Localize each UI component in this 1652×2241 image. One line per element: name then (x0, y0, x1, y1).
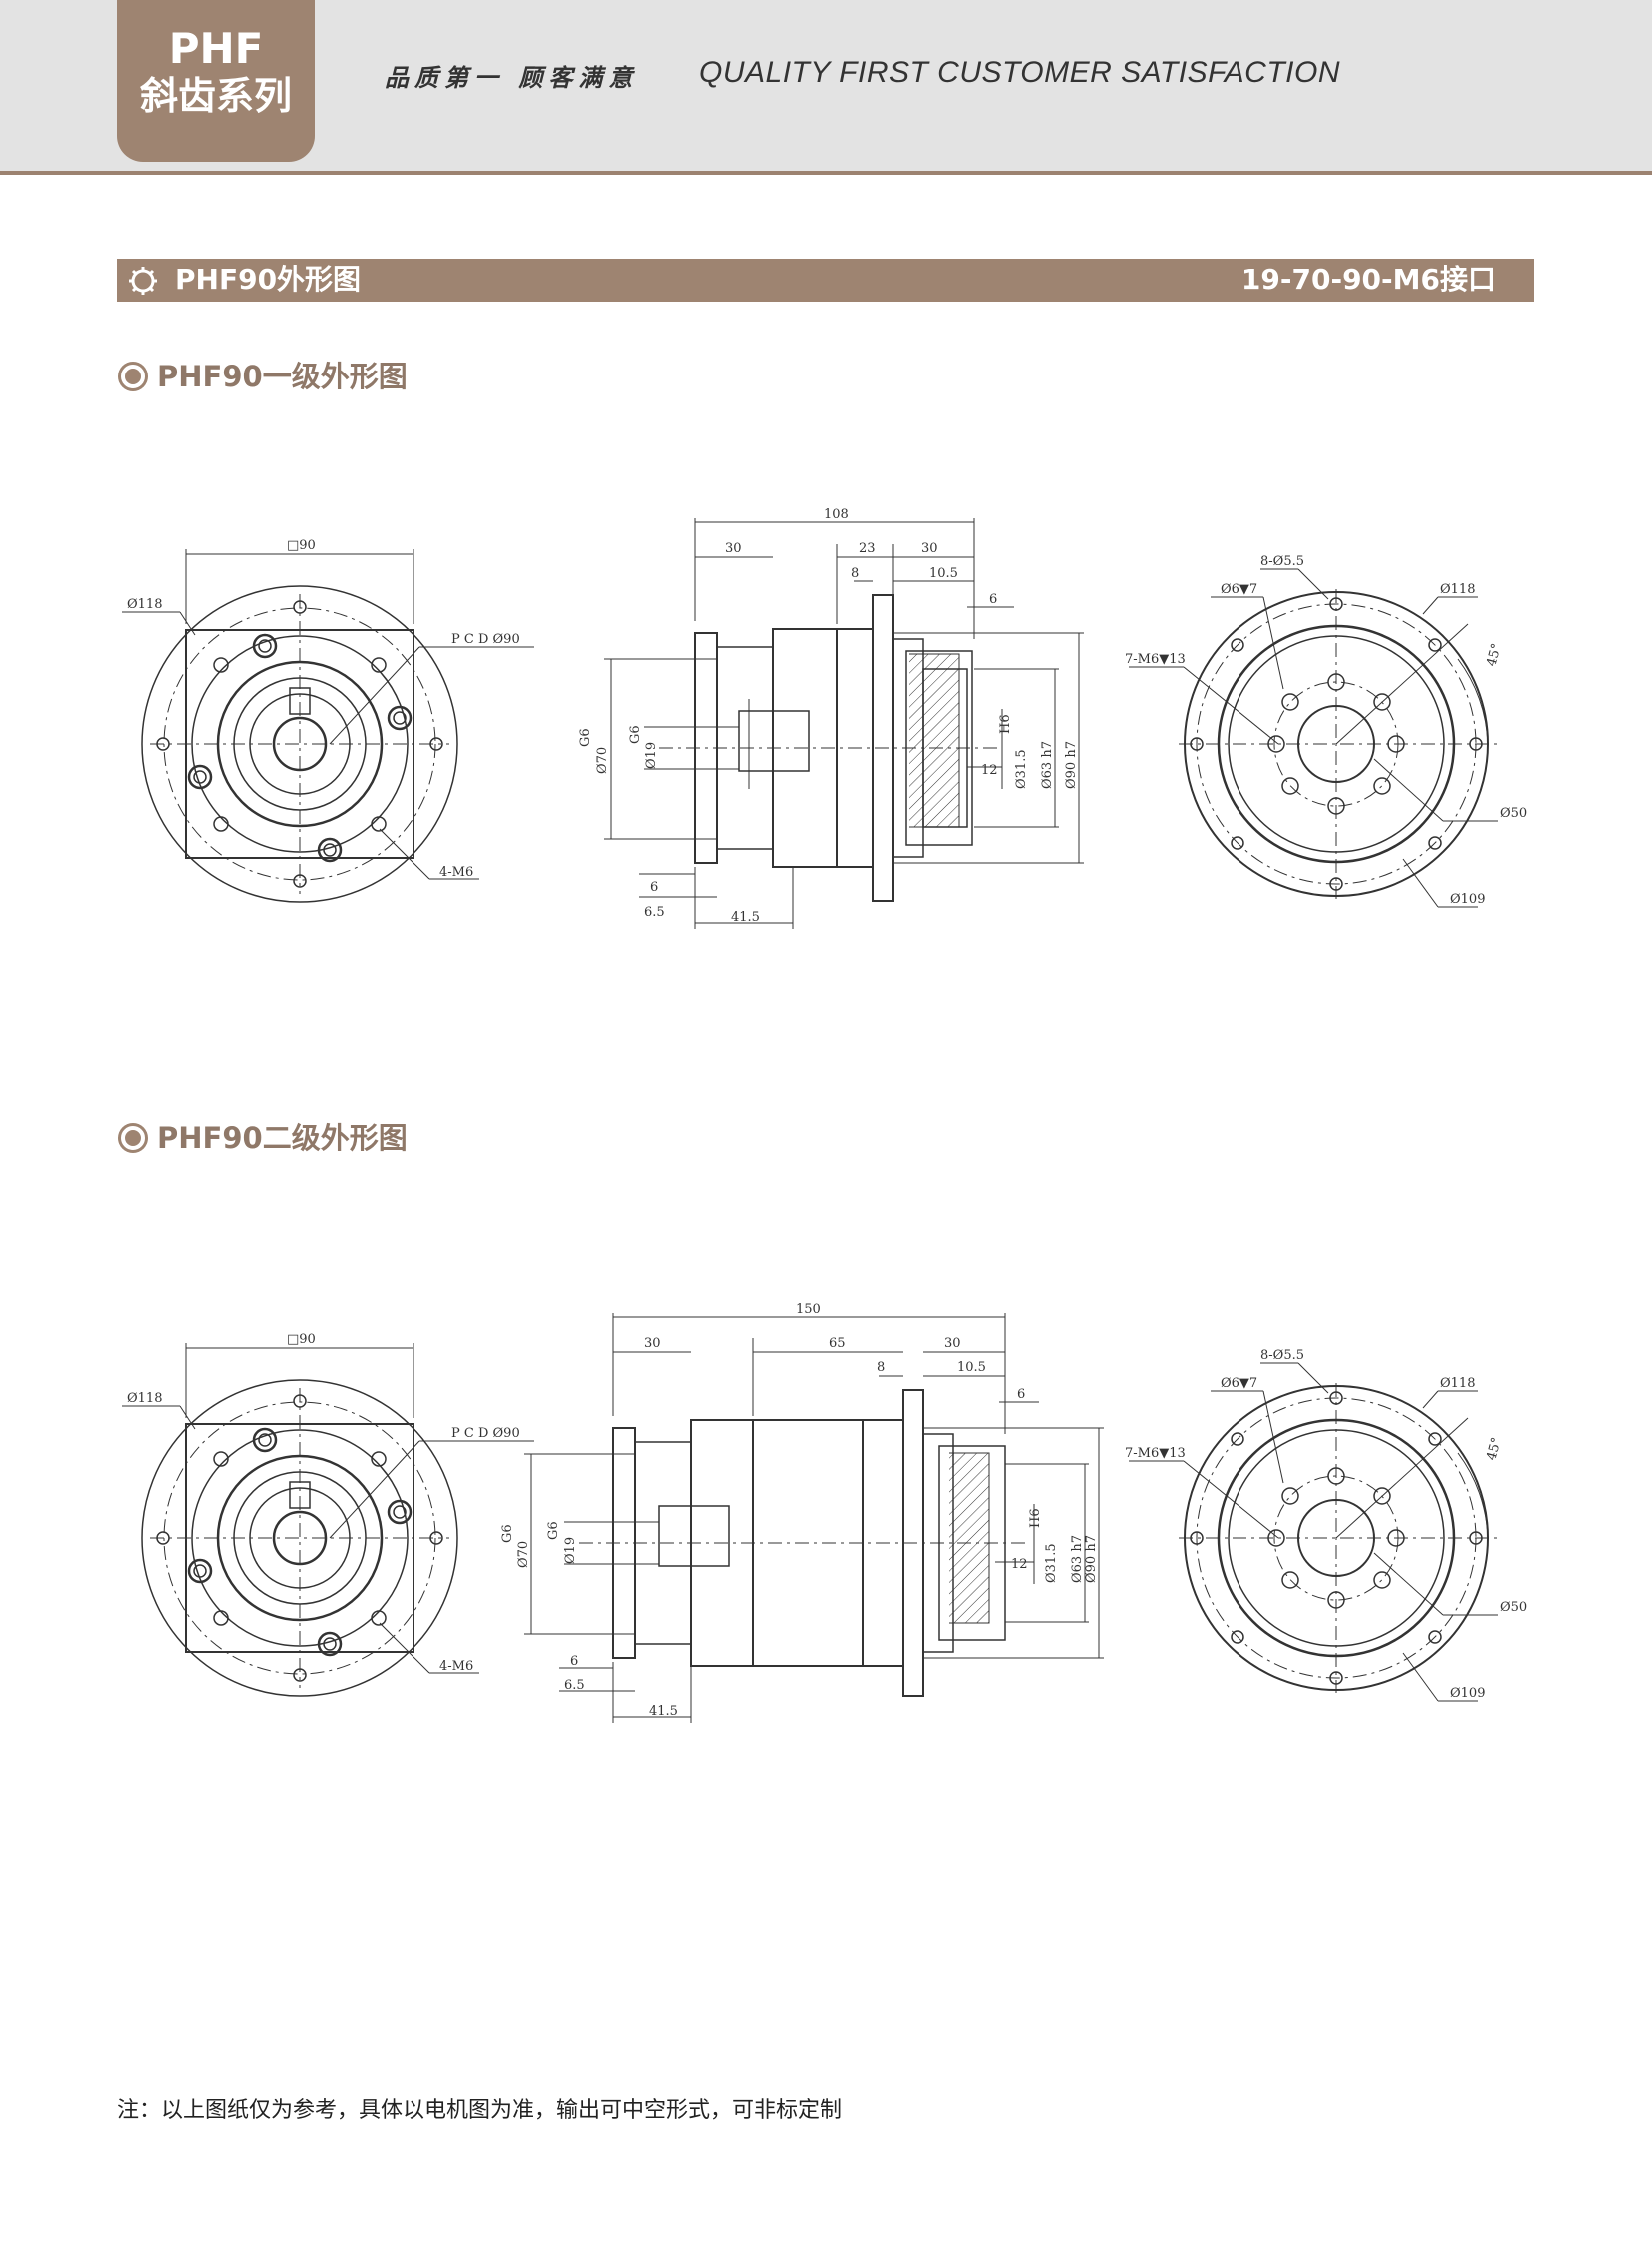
stage2-side-view (524, 1313, 1104, 1723)
series-name: PHF (168, 24, 264, 73)
stage1-dim-8: 8 (851, 566, 859, 581)
stage1-rear-angle: 45° (1484, 642, 1504, 668)
stage1-dim-10-5: 10.5 (929, 566, 958, 581)
stage2-rear-view (1129, 1362, 1498, 1702)
series-tab: PHF 斜齿系列 (117, 0, 315, 162)
stage1-dim-6: 6 (989, 592, 997, 607)
stage2-dim-19: Ø19 (563, 1537, 578, 1564)
stage1-dim-12: 12 (981, 763, 998, 778)
stage2-rear-d118: Ø118 (1440, 1376, 1475, 1391)
stage2-dim-b6: 6 (570, 1654, 578, 1669)
stage2-rear-d50: Ø50 (1500, 1600, 1527, 1615)
stage2-drawing: □90 Ø118 P C D Ø90 4-M6 (122, 1302, 1527, 1723)
stage2-dim-6: 6 (1017, 1387, 1025, 1402)
section-title: PHF90外形图 (175, 263, 362, 296)
stage2-dim-b6-5: 6.5 (564, 1678, 585, 1693)
stage2-dim-h6: H6 (1028, 1508, 1043, 1528)
header-divider (0, 171, 1652, 175)
stage1-dim-30a: 30 (725, 541, 742, 556)
stage1-dim-g6b: G6 (628, 725, 643, 744)
stage1-dim-b6-5: 6.5 (644, 905, 665, 920)
stage2-rear-angle: 45° (1484, 1436, 1504, 1462)
stage2-dim-12: 12 (1011, 1557, 1028, 1572)
stage1-front-view (122, 549, 534, 903)
stage1-rear-d50: Ø50 (1500, 806, 1527, 821)
stage1-side-view (604, 518, 1084, 929)
stage2-rear-holes8: 8-Ø5.5 (1260, 1348, 1304, 1363)
stage1-dim-23: 23 (859, 541, 876, 556)
stage1-front-pcd: P C D Ø90 (451, 632, 520, 647)
stage1-front-square: □90 (287, 538, 316, 553)
stage2-heading: PHF90二级外形图 (117, 1116, 408, 1157)
stage2-dim-8: 8 (877, 1360, 885, 1375)
stage1-rear-d118: Ø118 (1440, 582, 1475, 597)
stage2-dim-g6: G6 (500, 1524, 515, 1543)
stage2-rear-m6: 7-M6▼13 (1125, 1446, 1186, 1461)
stage1-dim-total: 108 (824, 507, 849, 522)
stage2-rear-d109: Ø109 (1450, 1686, 1485, 1701)
stage1-dim-30b: 30 (921, 541, 938, 556)
bullet-icon (121, 1126, 145, 1150)
slogan-english: QUALITY FIRST CUSTOMER SATISFACTION (699, 56, 1341, 89)
stage1-dim-41-5: 41.5 (731, 910, 760, 925)
stage1-dim-h6: H6 (998, 714, 1013, 734)
stage2-front-view (122, 1343, 534, 1697)
stage2-front-holes: 4-M6 (439, 1659, 473, 1674)
stage2-dim-total: 150 (796, 1302, 821, 1317)
series-type: 斜齿系列 (139, 74, 292, 118)
stage1-rear-d6v7: Ø6▼7 (1221, 582, 1257, 597)
stage1-heading: PHF90一级外形图 (117, 354, 408, 395)
stage2-dim-30a: 30 (644, 1336, 661, 1351)
stage2-front-pcd: P C D Ø90 (451, 1426, 520, 1441)
stage1-dim-g6: G6 (578, 728, 593, 747)
stage2-dim-g6b: G6 (546, 1521, 561, 1540)
stage1-drawing: □90 Ø118 P C D Ø90 4-M6 (122, 507, 1527, 929)
stage1-heading-text: PHF90一级外形图 (157, 360, 408, 393)
stage2-front-dia: Ø118 (127, 1391, 162, 1406)
stage2-dim-30b: 30 (944, 1336, 961, 1351)
section-title-bar: PHF90外形图 19-70-90-M6接口 (117, 259, 1534, 302)
stage1-dim-63: Ø63 h7 (1040, 741, 1055, 789)
stage2-dim-41-5: 41.5 (649, 1704, 678, 1719)
stage2-rear-d6v7: Ø6▼7 (1221, 1376, 1257, 1391)
stage1-front-holes: 4-M6 (439, 865, 473, 880)
stage1-dim-90: Ø90 h7 (1064, 741, 1079, 789)
slogan-chinese: 品质第一 顾客满意 (385, 63, 639, 92)
stage2-dim-90: Ø90 h7 (1084, 1535, 1099, 1583)
stage1-rear-d109: Ø109 (1450, 892, 1485, 907)
stage2-dim-70: Ø70 (516, 1541, 531, 1568)
stage1-rear-m6: 7-M6▼13 (1125, 652, 1186, 667)
stage1-front-dia: Ø118 (127, 597, 162, 612)
stage2-dim-10-5: 10.5 (957, 1360, 986, 1375)
stage1-dim-b6: 6 (650, 880, 658, 895)
gear-icon (129, 267, 157, 295)
stage2-heading-text: PHF90二级外形图 (157, 1121, 408, 1155)
bullet-icon (121, 365, 145, 388)
stage2-front-square: □90 (287, 1332, 316, 1347)
interface-code: 19-70-90-M6接口 (1240, 263, 1496, 296)
footnote: 注：以上图纸仅为参考，具体以电机图为准，输出可中空形式，可非标定制 (117, 2098, 843, 2123)
stage1-rear-holes8: 8-Ø5.5 (1260, 554, 1304, 569)
stage1-dim-70: Ø70 (595, 747, 610, 774)
stage1-dim-31-5: Ø31.5 (1014, 749, 1029, 789)
stage2-dim-65: 65 (829, 1336, 846, 1351)
stage1-rear-view (1129, 568, 1498, 908)
stage2-dim-63: Ø63 h7 (1070, 1535, 1085, 1583)
stage2-dim-31-5: Ø31.5 (1044, 1543, 1059, 1583)
stage1-dim-19: Ø19 (644, 742, 659, 769)
